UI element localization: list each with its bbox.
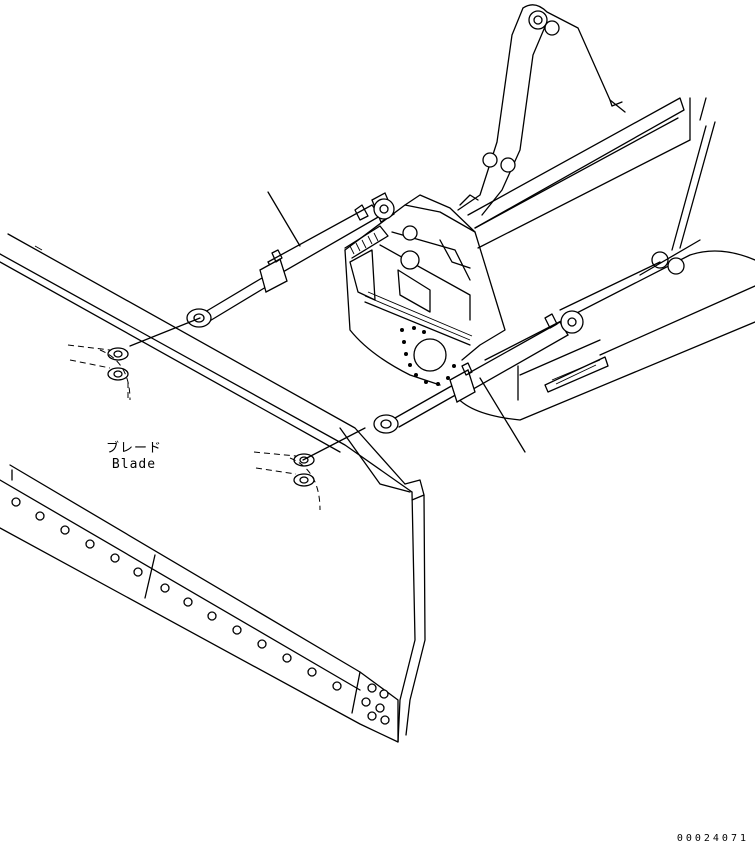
bolt-pattern (400, 326, 456, 386)
right-mount-bolts (253, 451, 321, 511)
blade (0, 233, 426, 743)
blade-label-english: Blade (111, 457, 157, 472)
track-frame (454, 97, 755, 421)
leader-lines (129, 191, 526, 461)
lower-hydraulic-cylinder (373, 310, 584, 434)
left-mount-bolts (67, 344, 131, 401)
blade-label-japanese: ブレード (105, 441, 162, 456)
upper-hydraulic-cylinder (186, 192, 395, 328)
center-mount (344, 194, 506, 386)
figure-code: 00024071 (676, 833, 749, 844)
cutting-edge-bolts (11, 497, 390, 725)
lift-arm (457, 4, 701, 311)
